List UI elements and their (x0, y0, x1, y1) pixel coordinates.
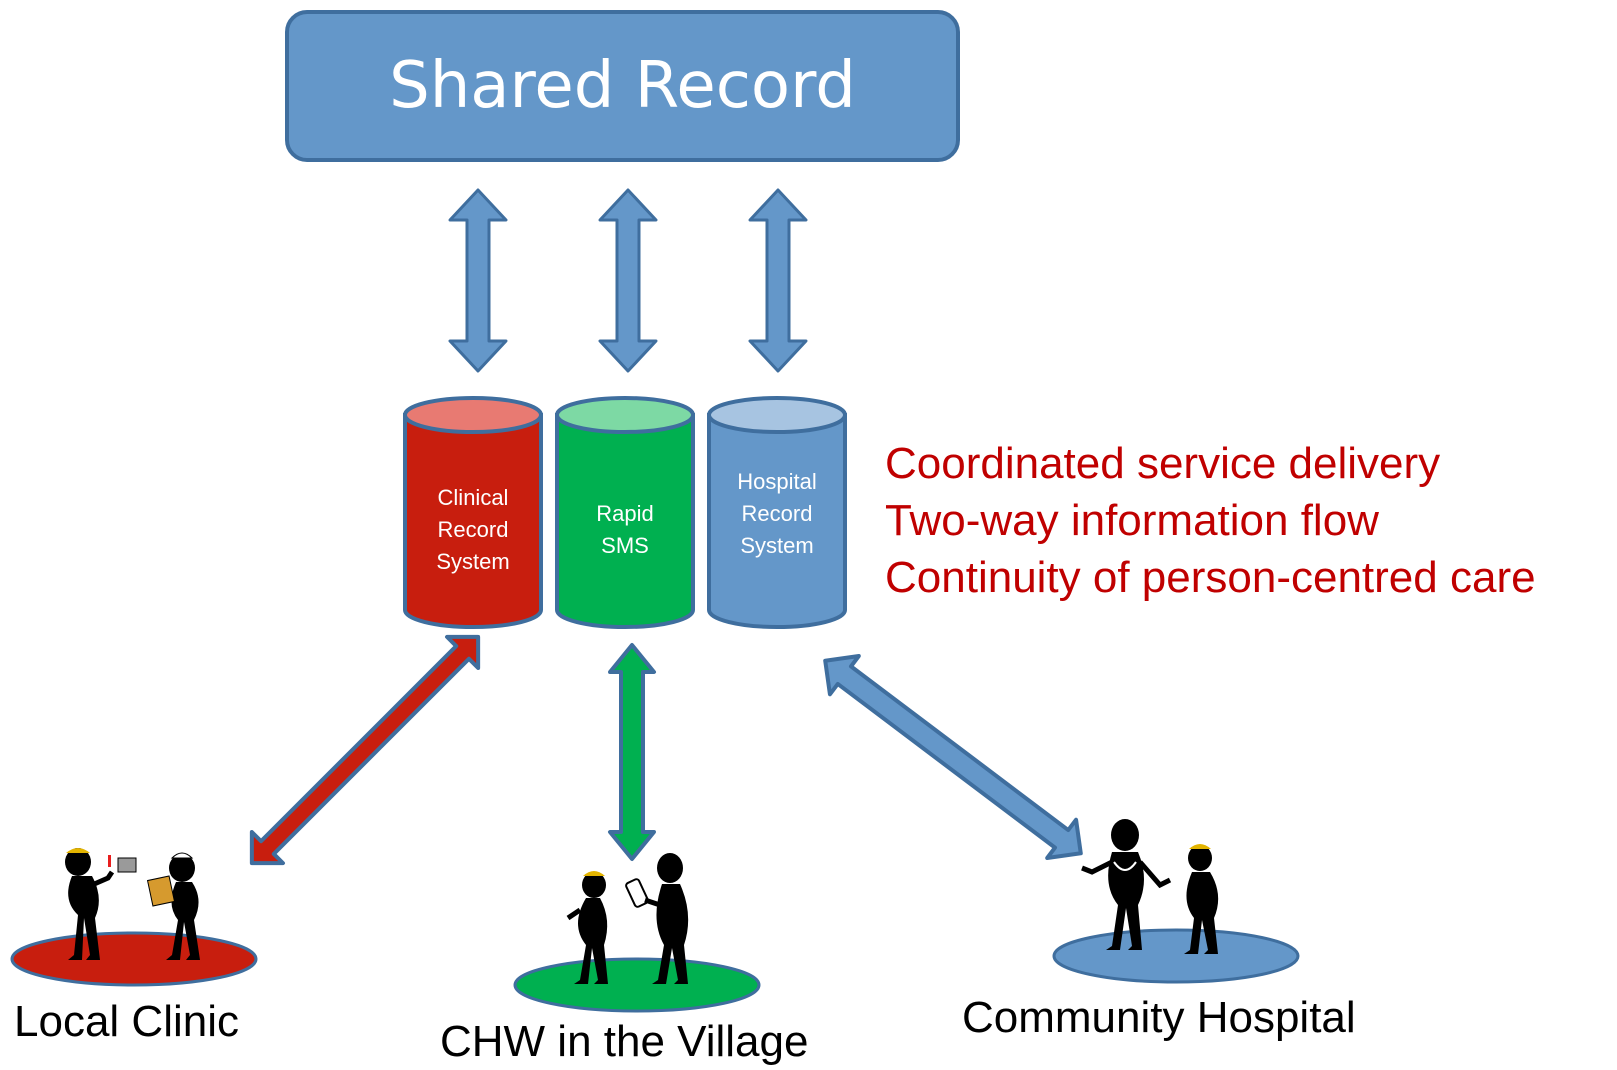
cylinder-label-rapidsms: Rapid SMS (577, 498, 673, 562)
cylinder-hospital-record-system (707, 396, 847, 629)
arrow-shared-rapidsms (598, 188, 658, 373)
arrow-rapidsms-chw (608, 643, 656, 861)
benefit-item: Continuity of person-centred care (885, 553, 1536, 602)
benefits-list: Coordinated service delivery Two-way inf… (885, 435, 1536, 606)
benefit-item: Two-way information flow (885, 496, 1379, 545)
cylinder-label-clinical: Clinical Record System (425, 482, 521, 578)
people-silhouette-icon (566, 853, 689, 984)
arrow-shared-hospital (748, 188, 808, 373)
platform-community-hospital (1052, 928, 1300, 984)
cylinder-label-hospital: Hospital Record System (724, 466, 830, 562)
benefit-item: Coordinated service delivery (885, 439, 1441, 488)
cylinder-label-line: SMS (601, 533, 649, 558)
platform-local-clinic (10, 931, 258, 987)
cylinder-label-line: Clinical (437, 485, 509, 510)
cylinder-label-line: System (740, 533, 814, 558)
platform-chw-village (513, 957, 761, 1013)
cylinder-clinical-record-system (403, 396, 543, 629)
cylinder-label-line: System (436, 549, 510, 574)
cylinder-rapid-sms (555, 396, 695, 629)
cylinder-label-line: Hospital (737, 469, 817, 494)
location-label-chw-village: CHW in the Village (440, 1017, 809, 1066)
location-label-local-clinic: Local Clinic (14, 997, 239, 1046)
arrow-clinical-localclinic (249, 634, 481, 866)
cylinder-label-line: Rapid (596, 501, 654, 526)
shared-record-box: Shared Record (285, 10, 960, 162)
people-silhouette-icon (1081, 819, 1219, 954)
arrow-shared-clinical (448, 188, 508, 373)
location-label-community-hospital: Community Hospital (962, 993, 1356, 1042)
cylinder-label-line: Record (437, 517, 509, 542)
shared-record-title: Shared Record (389, 49, 856, 123)
arrow-hospital-communityhospital (823, 653, 1083, 861)
cylinder-label-line: Record (741, 501, 813, 526)
people-silhouette-icon (65, 848, 200, 960)
